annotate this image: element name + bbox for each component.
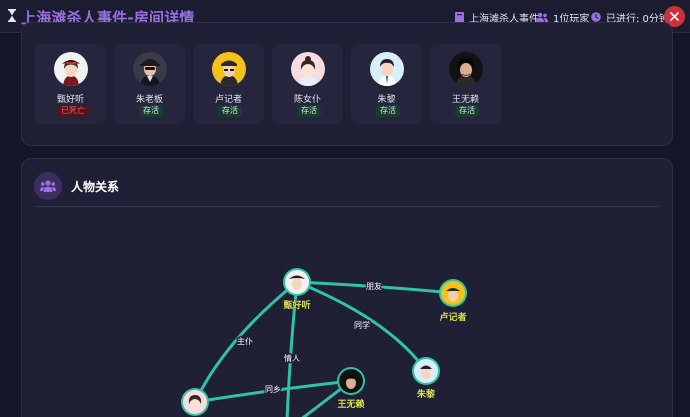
- status-badge: 存活: [297, 105, 321, 117]
- elapsed-time: 已进行: 0分钟: [606, 13, 669, 25]
- status-badge: 已死亡: [57, 105, 89, 117]
- close-button[interactable]: [664, 6, 685, 27]
- character-card[interactable]: 陈女仆 存活: [272, 44, 343, 124]
- character-name: 陈女仆: [293, 95, 321, 105]
- status-badge: 存活: [455, 105, 479, 117]
- graph-edge: [193, 280, 298, 403]
- character-card[interactable]: 朱老板 存活: [114, 44, 185, 124]
- clock-icon: [591, 12, 601, 22]
- graph-node[interactable]: 朱黎: [412, 357, 440, 400]
- elapsed-time-info: 已进行: 0分钟: [591, 10, 669, 25]
- character-name: 朱黎: [377, 95, 396, 105]
- player-count: 1位玩家: [553, 13, 590, 25]
- character-card[interactable]: 卢记者 存活: [193, 44, 264, 124]
- script-name-info: 上海滩杀人事件: [455, 10, 539, 25]
- character-card[interactable]: 王无赖 存活: [430, 44, 501, 124]
- graph-node[interactable]: [181, 388, 209, 416]
- users-icon: [536, 12, 548, 22]
- character-name: 朱老板: [135, 95, 163, 105]
- status-badge: 存活: [218, 105, 242, 117]
- section-title: 人物关系: [71, 180, 120, 194]
- status-badge: 存活: [139, 105, 163, 117]
- character-name: 卢记者: [214, 95, 242, 105]
- graph-node[interactable]: 甄好听: [283, 268, 311, 311]
- avatar: [133, 52, 167, 86]
- graph-edge: [296, 280, 428, 372]
- script-name: 上海滩杀人事件: [469, 13, 539, 25]
- graph-node[interactable]: 王无赖: [337, 367, 365, 410]
- node-label: 卢记者: [439, 311, 466, 323]
- edge-label: 情人: [284, 353, 300, 363]
- edge-label: 同乡: [265, 385, 281, 394]
- graph-edge: [285, 281, 299, 417]
- book-icon: [455, 11, 464, 23]
- close-icon: [670, 12, 679, 21]
- node-label: 朱黎: [416, 388, 435, 400]
- hourglass-icon: [8, 9, 16, 22]
- graph-edge: [194, 379, 352, 404]
- character-name: 甄好听: [56, 95, 84, 105]
- section-icon-wrap: [34, 172, 62, 200]
- character-name: 王无赖: [451, 95, 479, 105]
- graph-edges: [193, 280, 454, 417]
- graph-edge-labels: 朋友 同学 主仆 情人 同乡: [236, 280, 384, 396]
- edge-label: 同学: [354, 320, 370, 330]
- section-divider: [34, 206, 659, 207]
- player-count-info: 1位玩家: [536, 10, 590, 25]
- edge-label: 朋友: [366, 281, 382, 291]
- avatar: [370, 52, 404, 86]
- character-card[interactable]: 朱黎 存活: [351, 44, 422, 124]
- character-card[interactable]: 甄好听 已死亡: [35, 44, 106, 124]
- node-label: 甄好听: [283, 299, 310, 311]
- avatar: [212, 52, 246, 86]
- avatar: [54, 52, 88, 86]
- status-badge: 存活: [376, 105, 400, 117]
- graph-edge: [296, 280, 454, 295]
- node-label: 王无赖: [337, 398, 364, 410]
- avatar: [449, 52, 483, 86]
- graph-node[interactable]: 卢记者: [439, 279, 467, 323]
- edge-label: 主仆: [237, 336, 253, 346]
- avatar: [291, 52, 325, 86]
- users-icon: [40, 180, 56, 192]
